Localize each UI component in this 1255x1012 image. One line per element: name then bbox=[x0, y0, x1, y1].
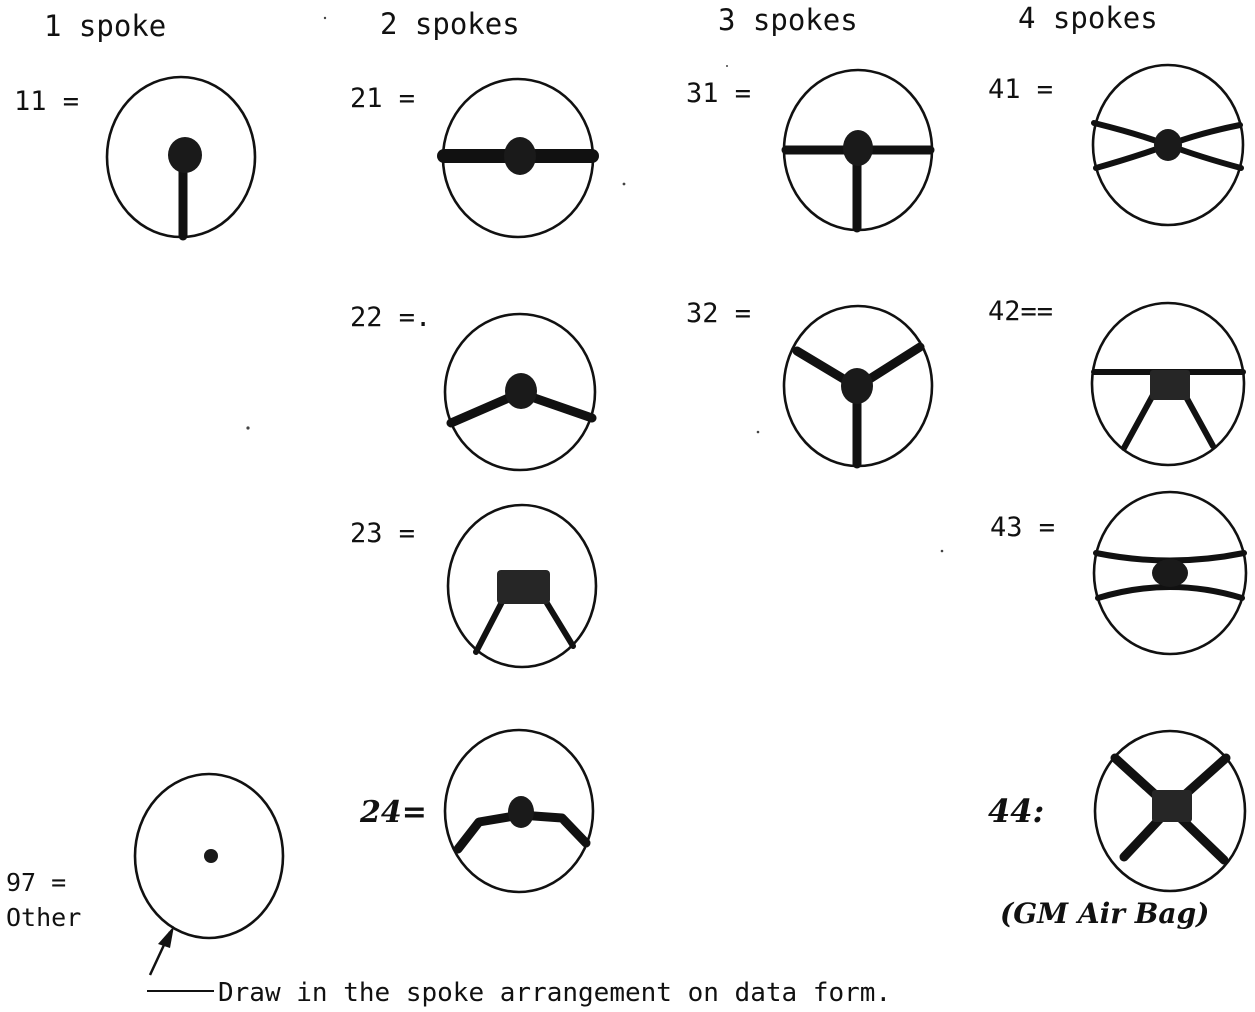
wheel-21 bbox=[437, 77, 599, 239]
wheel-97 bbox=[133, 772, 285, 940]
code-label-22: 22 =. bbox=[350, 302, 432, 333]
code-label-31: 31 = bbox=[686, 78, 752, 109]
code-label-44: 44: bbox=[988, 792, 1045, 830]
code-label-11: 11 = bbox=[14, 86, 80, 117]
wheel-11 bbox=[105, 75, 257, 241]
header-2-spokes: 2 spokes bbox=[380, 7, 520, 41]
code-label-21: 21 = bbox=[350, 83, 416, 114]
wheel-44 bbox=[1093, 729, 1247, 893]
wheel-23 bbox=[446, 503, 598, 669]
code-label-other: Other bbox=[6, 903, 82, 932]
code-label-97: 97 = bbox=[6, 868, 67, 897]
header-1-spoke: 1 spoke bbox=[44, 9, 167, 43]
code-label-41: 41 = bbox=[988, 74, 1054, 105]
header-3-spokes: 3 spokes bbox=[718, 3, 858, 37]
wheel-32 bbox=[782, 304, 934, 469]
code-label-43: 43 = bbox=[990, 512, 1056, 543]
instruction-arrow bbox=[147, 926, 214, 992]
instruction-text: Draw in the spoke arrangement on data fo… bbox=[218, 978, 892, 1008]
code-label-32: 32 = bbox=[686, 298, 752, 329]
scan-specks bbox=[246, 16, 944, 553]
code-label-24: 24= bbox=[360, 795, 427, 830]
wheel-31 bbox=[781, 68, 935, 233]
header-4-spokes: 4 spokes bbox=[1018, 1, 1158, 35]
wheel-22 bbox=[443, 312, 597, 472]
wheel-41 bbox=[1091, 63, 1245, 227]
wheel-43 bbox=[1092, 490, 1248, 656]
code-label-23: 23 = bbox=[350, 518, 416, 549]
code-label-42: 42== bbox=[988, 296, 1054, 327]
gm-airbag-note: (GM Air Bag) bbox=[1000, 897, 1210, 930]
wheel-24 bbox=[443, 728, 595, 894]
wheel-42 bbox=[1090, 301, 1246, 467]
